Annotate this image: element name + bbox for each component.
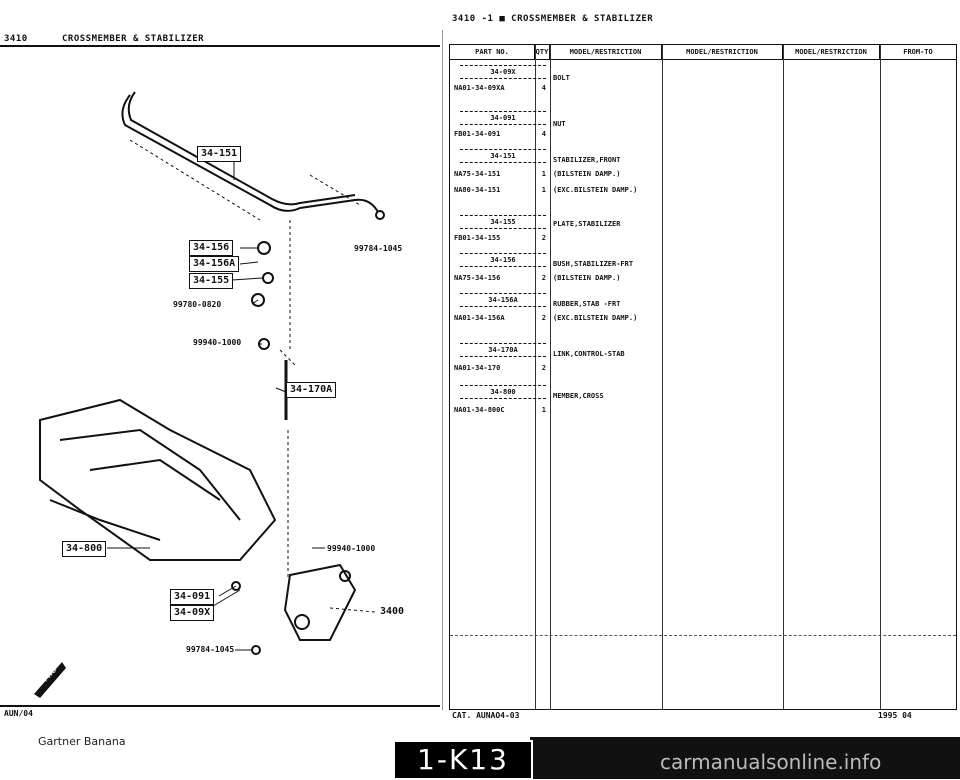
description: BUSH,STABILIZER-FRT xyxy=(553,260,634,268)
part-number: FB01-34-091 xyxy=(454,130,501,138)
part-number: NA01-34-156A xyxy=(454,314,505,322)
ref-box: 34-156A xyxy=(460,293,546,307)
ref-box: 34-151 xyxy=(460,149,546,163)
part-number: NA75-34-156 xyxy=(454,274,501,282)
ref-box: 34-155 xyxy=(460,215,546,229)
parts-table: PART NO. QTY MODEL/RESTRICTION MODEL/RES… xyxy=(449,44,957,710)
description: PLATE,STABILIZER xyxy=(553,220,621,228)
description: (BILSTEIN DAMP.) xyxy=(553,170,621,178)
column-divider xyxy=(783,45,784,709)
ref-box: 34-170A xyxy=(460,343,546,357)
col-header-qty: QTY xyxy=(535,45,550,59)
column-divider xyxy=(662,45,663,709)
part-label: 99784-1045 xyxy=(354,244,403,253)
quantity: 1 xyxy=(541,406,546,414)
part-number: NA01-34-170 xyxy=(454,364,501,372)
column-divider xyxy=(535,45,536,709)
description: BOLT xyxy=(553,74,570,82)
left-header-code: 3410 xyxy=(4,34,28,44)
description: MEMBER,CROSS xyxy=(553,392,604,400)
col-header-model: MODEL/RESTRICTION xyxy=(783,45,880,59)
quantity: 4 xyxy=(541,130,546,138)
callout-34-155: 34-155 xyxy=(189,273,234,289)
col-header-model: MODEL/RESTRICTION xyxy=(662,45,783,59)
col-header-from-to: FROM-TO xyxy=(903,48,933,56)
callout-34-091: 34-091 xyxy=(170,589,215,605)
quantity: 2 xyxy=(541,314,546,322)
footer-left: AUN/04 xyxy=(4,709,33,718)
callout-34-151: 34-151 xyxy=(197,146,242,162)
quantity: 2 xyxy=(541,234,546,242)
part-number: NA01-34-800C xyxy=(454,406,505,414)
ref-box: 34-091 xyxy=(460,111,546,125)
col-header-model: MODEL/RESTRICTION xyxy=(550,45,662,59)
part-number: NA75-34-151 xyxy=(454,170,501,178)
description: RUBBER,STAB -FRT xyxy=(553,300,621,308)
description: STABILIZER,FRONT xyxy=(553,156,621,164)
callout-34-156: 34-156 xyxy=(189,240,234,256)
ref-box: 34-156 xyxy=(460,253,546,267)
description: (BILSTEIN DAMP.) xyxy=(553,274,621,282)
footer-center: CAT. AUNAO4-03 xyxy=(452,711,520,720)
quantity: 4 xyxy=(541,84,546,92)
description: (EXC.BILSTEIN DAMP.) xyxy=(553,186,638,194)
page-label: 1-K13 xyxy=(393,740,533,780)
part-label: 99780-0820 xyxy=(173,300,222,309)
description: (EXC.BILSTEIN DAMP.) xyxy=(553,314,638,322)
description: NUT xyxy=(553,120,566,128)
left-header-title: CROSSMEMBER & STABILIZER xyxy=(62,34,205,44)
quantity: 2 xyxy=(541,364,546,372)
left-header-rule xyxy=(0,45,440,47)
callout-34-170a: 34-170A xyxy=(286,382,337,398)
header-divider xyxy=(450,59,956,60)
part-label: 99940-1000 xyxy=(327,544,376,553)
part-number: NA80-34-151 xyxy=(454,186,501,194)
footer-right: 1995 04 xyxy=(878,711,912,720)
callout-34-09x: 34-09X xyxy=(170,605,215,621)
part-label: 99784-1045 xyxy=(186,645,235,654)
quantity: 2 xyxy=(541,274,546,282)
bottom-left-text: Gartner Banana xyxy=(38,735,126,748)
part-number: NA01-34-09XA xyxy=(454,84,505,92)
watermark: carmanualsonline.info xyxy=(660,750,882,774)
part-label: 3400 xyxy=(380,606,405,617)
description: LINK,CONTROL-STAB xyxy=(553,350,625,358)
callout-34-156a: 34-156A xyxy=(189,256,240,272)
page-bar xyxy=(530,737,960,779)
col-header-part-no: PART NO. xyxy=(450,45,535,59)
right-header-title: 3410 -1 ■ CROSSMEMBER & STABILIZER xyxy=(452,14,654,24)
quantity: 1 xyxy=(541,170,546,178)
ref-box: 34-800 xyxy=(460,385,546,399)
ref-box: 34-09X xyxy=(460,65,546,79)
center-divider xyxy=(442,30,443,710)
part-number: FB01-34-155 xyxy=(454,234,501,242)
column-divider xyxy=(880,45,881,709)
part-label: 99940-1000 xyxy=(193,338,242,347)
left-footer-rule xyxy=(0,705,440,707)
table-bottom-rule xyxy=(450,635,956,636)
callout-34-800: 34-800 xyxy=(62,541,107,557)
column-divider xyxy=(550,45,551,709)
quantity: 1 xyxy=(541,186,546,194)
fwd-arrow-icon xyxy=(34,662,66,698)
